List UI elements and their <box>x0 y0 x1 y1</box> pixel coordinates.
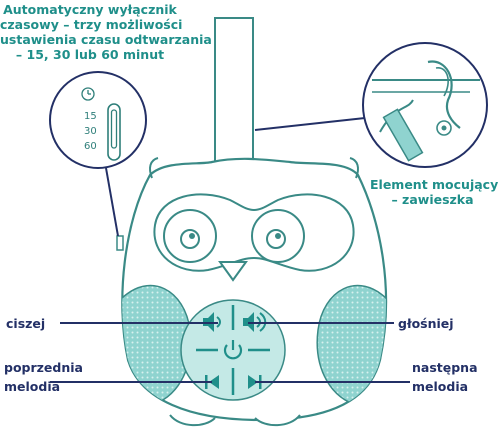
clock-icon <box>81 87 95 101</box>
label-previous-line-2: melodia <box>4 379 61 394</box>
power-icon[interactable] <box>223 340 243 360</box>
mount-line-2: – zawieszka <box>391 192 474 207</box>
beak <box>218 261 248 282</box>
label-next-line-2: melodia <box>412 379 469 394</box>
timer-switch[interactable] <box>116 235 124 251</box>
scale-15: 15 <box>84 111 97 122</box>
scale-60: 60 <box>84 141 97 152</box>
timer-line-4: – 15, 30 lub 60 minut <box>15 47 165 62</box>
timer-line-1: Automatyczny wyłącznik <box>3 2 177 17</box>
label-volume-down: ciszej <box>6 316 46 331</box>
timer-line-3: ustawienia czasu odtwarzania <box>0 32 212 47</box>
timer-line-2: czasowy – trzy możliwości <box>0 17 183 32</box>
label-next: następna melodia <box>412 360 478 394</box>
label-volume-up: głośniej <box>398 316 454 331</box>
right-foot <box>254 414 301 427</box>
label-previous-line-1: poprzednia <box>4 360 83 375</box>
hanging-strap <box>214 17 254 169</box>
left-foot <box>169 414 216 427</box>
clip-icon <box>372 60 480 162</box>
mount-line-1: Element mocujący <box>370 177 498 192</box>
label-previous: poprzednia melodia <box>4 360 83 394</box>
mount-callout: Element mocujący – zawieszka <box>370 177 498 207</box>
scale-30: 30 <box>84 126 97 137</box>
mount-zoom <box>362 42 488 168</box>
timer-callout: Automatyczny wyłącznik czasowy – trzy mo… <box>0 2 212 62</box>
wings <box>122 284 387 406</box>
label-next-line-1: następna <box>412 360 478 375</box>
timer-zoom <box>49 71 147 169</box>
